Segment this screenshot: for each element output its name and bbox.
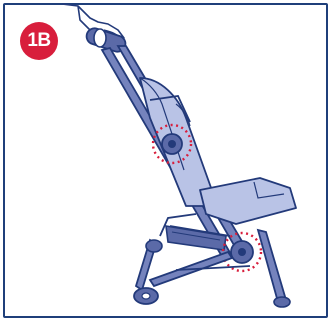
front-wheel <box>134 288 158 304</box>
rear-wheel <box>274 297 290 307</box>
small-wheel <box>146 240 162 252</box>
seat-cushion <box>200 178 296 224</box>
